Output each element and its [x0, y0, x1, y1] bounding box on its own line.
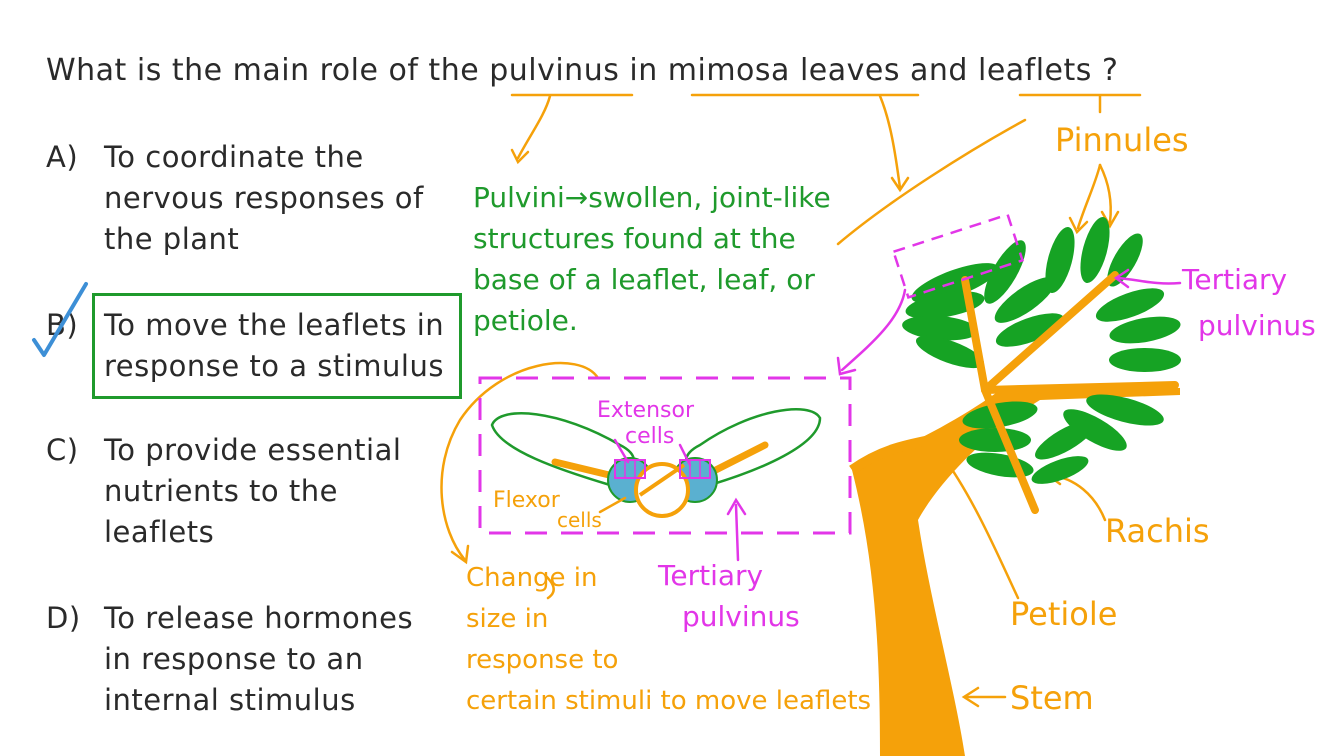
option-text: To provide essential — [104, 433, 402, 467]
question-part: in — [619, 53, 668, 88]
pulvini-definition: Pulvini→swollen, joint-like structures f… — [473, 177, 831, 341]
label-extensor: Extensor — [597, 398, 694, 423]
change-line: size in — [466, 604, 549, 634]
label-flexor: Flexor — [493, 488, 560, 513]
arrow-head — [961, 686, 980, 708]
option-label: A) — [46, 140, 79, 174]
arrow-mimosa-leaves — [878, 94, 902, 190]
arrow-tertiary-zoom — [734, 503, 740, 562]
label-pulvinus-tree: pulvinus — [1198, 309, 1316, 342]
label-petiole: Petiole — [1010, 595, 1118, 633]
arrow-pinnules — [1098, 163, 1112, 224]
arrow-head — [1068, 216, 1089, 235]
question-part: ? — [1091, 53, 1119, 88]
option-label: C) — [46, 433, 79, 467]
arrow-head — [1100, 210, 1120, 229]
arrow-head — [510, 148, 530, 165]
arrow-tertiary-tree — [1116, 276, 1182, 285]
option-text: response to a stimulus — [104, 349, 444, 383]
question-text: What is the main role of the pulvinus in… — [46, 56, 1118, 86]
option-text: internal stimulus — [104, 683, 356, 717]
label-tertiary-zoom: Tertiary — [658, 559, 764, 592]
change-squiggle — [543, 573, 555, 600]
definition-line: petiole. — [473, 304, 578, 337]
stem-shape — [852, 385, 1180, 756]
option-text: the plant — [104, 222, 240, 256]
label-extensor-cells: cells — [625, 424, 675, 449]
label-flexor-cells: cells — [557, 508, 602, 532]
correct-answer-box — [92, 293, 462, 399]
arrow-pulvinus — [516, 94, 552, 160]
leaf-cluster — [902, 217, 1181, 484]
label-stem: Stem — [1010, 679, 1094, 717]
label-tertiary-tree: Tertiary — [1182, 263, 1288, 296]
arrow-pinnules — [1076, 163, 1102, 230]
question-part: and — [899, 53, 978, 88]
change-line: certain stimuli to move leaflets — [466, 686, 872, 716]
arrow-head — [890, 176, 910, 193]
arrow-leaflets — [836, 118, 1027, 246]
option-text: nervous responses of — [104, 181, 424, 215]
pulvinus-cells — [607, 457, 718, 518]
definition-line: Pulvini→swollen, joint-like — [473, 181, 831, 214]
arrow-extensor — [613, 438, 630, 464]
question-part: What is the main role of the — [46, 53, 490, 88]
arrow-head — [450, 544, 470, 565]
change-in-size-note: Change in size in response to certain st… — [466, 558, 871, 722]
option-text: To move the leaflets in — [104, 308, 445, 342]
option-label: D) — [46, 601, 81, 635]
definition-line: structures found at the — [473, 222, 796, 255]
arrow-head — [1113, 268, 1130, 289]
question-term-mimosa-leaves: mimosa leaves — [667, 53, 900, 88]
option-text: To coordinate the — [104, 140, 364, 174]
arrow-extensor — [678, 443, 692, 467]
label-pulvinus-zoom: pulvinus — [682, 600, 800, 633]
option-text: To release hormones — [104, 601, 414, 635]
check-mark-icon — [32, 282, 88, 357]
change-line: Change in — [466, 563, 598, 593]
arrow-flexor — [598, 496, 627, 514]
rachis-lines — [961, 271, 1179, 514]
arrow-change-in-size — [440, 361, 600, 562]
label-pinnules: Pinnules — [1055, 121, 1189, 159]
question-term-pulvinus: pulvinus — [489, 53, 620, 88]
question-term-leaflets: leaflets — [977, 53, 1092, 88]
arrow-head — [836, 356, 857, 376]
arrow-zoom — [840, 288, 907, 372]
arrow-head — [726, 497, 747, 516]
label-rachis: Rachis — [1105, 512, 1210, 550]
change-line: response to — [466, 645, 619, 675]
option-text: leaflets — [104, 515, 215, 549]
option-text: nutrients to the — [104, 474, 338, 508]
definition-line: base of a leaflet, leaf, or — [473, 263, 815, 296]
zoom-box — [478, 376, 852, 535]
option-text: in response to an — [104, 642, 364, 676]
